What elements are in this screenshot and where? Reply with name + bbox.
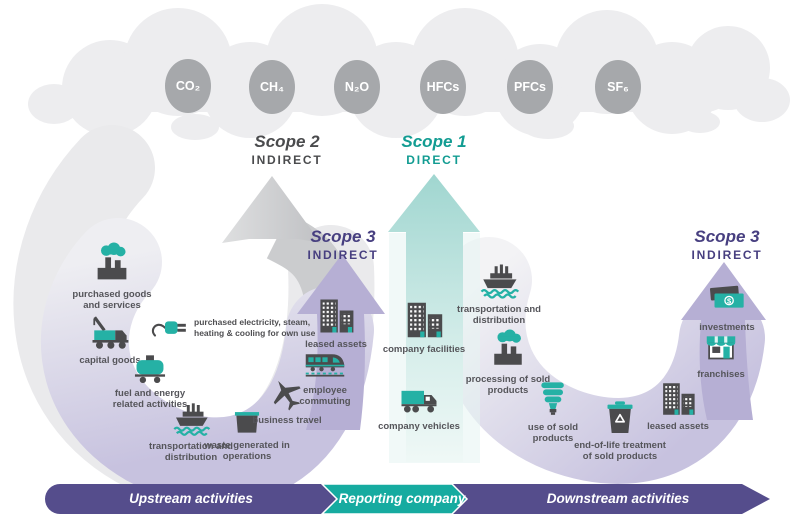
truck-icon [396, 380, 442, 420]
upstream-crescent [40, 218, 374, 506]
scope1-title: Scope 1 [401, 132, 467, 151]
item-fuel-energy: fuel and energy related activities [106, 349, 194, 411]
item-label: transportation and distribution [149, 441, 233, 463]
footer-upstream-segment [45, 484, 337, 514]
footer-upstream-label: Upstream activities [129, 491, 253, 506]
gas-label: CO₂ [175, 79, 201, 93]
electricity-note: purchased electricity, steam, heating & … [194, 316, 316, 338]
factory-cloud-icon [89, 242, 135, 288]
fuel-tank-cart-icon [131, 349, 169, 387]
item-label: employee commuting [299, 385, 351, 407]
item-business-travel: business travel [251, 376, 323, 427]
item-label: franchises [697, 369, 745, 380]
footer-downstream-label: Downstream activities [546, 491, 690, 506]
footer-company-label: Reporting company [338, 491, 466, 506]
crane-truck-icon [89, 312, 131, 354]
item-upstream-transportation: transportation and distribution [135, 400, 247, 464]
item-use-of-sold-products: use of sold products [513, 377, 593, 445]
scope2-arrow-head [222, 176, 321, 243]
gas-label: N₂O [344, 80, 370, 94]
factory-cloud-icon [486, 329, 530, 373]
scope3-downstream-heading: Scope 3 INDIRECT [662, 228, 792, 262]
ship-icon [476, 261, 522, 303]
gas-circle-n2o: N₂O [334, 60, 380, 114]
buildings-icon [314, 294, 358, 338]
item-employee-commuting: employee commuting [278, 342, 372, 408]
banknotes-icon [704, 281, 750, 321]
scope3-upstream-arrow [297, 254, 385, 430]
item-label: waste generated in operations [204, 440, 290, 462]
item-company-vehicles: company vehicles [377, 380, 461, 433]
item-label: business travel [252, 415, 322, 426]
scope2-subtitle: INDIRECT [251, 152, 323, 167]
gas-circle-sf6: SF₆ [595, 60, 641, 114]
gas-label: HFCs [426, 80, 460, 94]
gas-circle-co2: CO₂ [165, 59, 211, 113]
scope3-upstream-title: Scope 3 [310, 227, 376, 246]
gas-label: CH₄ [259, 80, 284, 94]
item-label: fuel and energy related activities [112, 388, 188, 410]
scope1-heading: Scope 1 DIRECT [369, 133, 499, 167]
scope3-upstream-subtitle: INDIRECT [307, 247, 379, 262]
item-label: leased assets [305, 339, 367, 350]
footer-bar [45, 483, 770, 515]
gas-label: SF₆ [607, 80, 629, 94]
item-capital-goods: capital goods [78, 312, 142, 367]
item-purchased-electricity: purchased electricity, steam, heating & … [150, 308, 370, 348]
item-purchased-goods: purchased goods and services [70, 242, 154, 312]
item-company-facilities: company facilities [382, 297, 466, 356]
item-waste: waste generated in operations [201, 405, 293, 463]
buildings-icon [657, 378, 699, 420]
storefront-icon [701, 330, 741, 368]
cloud-band [28, 4, 790, 140]
scope3-downstream-title: Scope 3 [694, 227, 760, 246]
gas-circle-pfcs: PFCs [507, 60, 553, 114]
item-label: processing of sold products [465, 374, 551, 396]
item-downstream-leased-assets: leased assets [628, 378, 728, 433]
item-label: capital goods [79, 355, 141, 366]
item-processing-sold-products: processing of sold products [462, 329, 554, 397]
item-label: company facilities [382, 344, 466, 355]
item-franchises: franchises [679, 330, 763, 381]
item-label: investments [699, 322, 755, 333]
scope1-subtitle: DIRECT [406, 152, 462, 167]
gas-label: PFCs [514, 80, 546, 94]
scope2-title: Scope 2 [254, 132, 320, 151]
scope2-heading: Scope 2 INDIRECT [222, 133, 352, 167]
item-upstream-leased-assets: leased assets [286, 294, 386, 351]
item-investments: investments [681, 281, 773, 334]
item-label: company vehicles [378, 421, 460, 432]
downstream-crescent [439, 237, 765, 484]
item-label: leased assets [647, 421, 709, 432]
footer-downstream-segment [452, 484, 770, 514]
item-label: use of sold products [527, 422, 579, 444]
cfl-bulb-icon [533, 377, 573, 421]
scope3-upstream-heading: Scope 3 INDIRECT [278, 228, 408, 262]
item-label: end-of-life treatment of sold products [574, 440, 666, 462]
item-end-of-life: end-of-life treatment of sold products [570, 397, 670, 463]
item-label: purchased goods and services [72, 289, 152, 311]
gas-circle-ch4: CH₄ [249, 60, 295, 114]
gas-circle-hfcs: HFCs [420, 60, 466, 114]
footer-company-segment [320, 483, 469, 515]
item-downstream-transportation: transportation and distribution [441, 261, 557, 327]
scope3-downstream-subtitle: INDIRECT [691, 247, 763, 262]
plug-icon [150, 308, 190, 348]
item-label: transportation and distribution [457, 304, 541, 326]
